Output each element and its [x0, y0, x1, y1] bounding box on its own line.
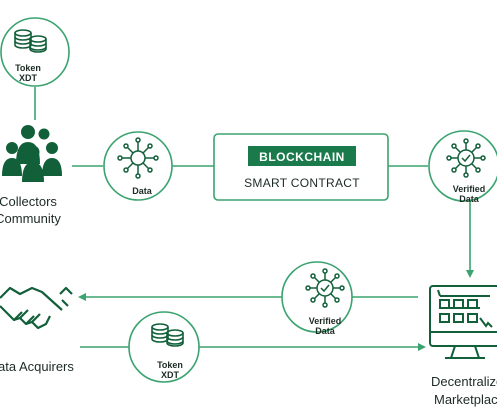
blockchain-smart-contract-box: BLOCKCHAIN SMART CONTRACT: [213, 133, 389, 201]
marketplace-line2: Marketplac: [434, 392, 497, 407]
token-top-line2: XDT: [19, 73, 38, 83]
token-top-line1: Token: [15, 63, 41, 73]
coin-stack-icon: [14, 29, 47, 53]
smart-contract-subtitle: SMART CONTRACT: [244, 176, 360, 190]
blockchain-title: BLOCKCHAIN: [259, 150, 345, 164]
verified-right-line1: Verified: [453, 184, 486, 194]
data-label: Data: [132, 186, 153, 196]
verified-network-icon: [305, 268, 345, 308]
marketplace-line1: Decentralize: [431, 374, 497, 389]
collectors-line1: Collectors: [0, 194, 57, 209]
collectors-line2: Community: [0, 211, 61, 226]
verified-data-middle-node: Verified Data: [281, 261, 353, 336]
collectors-community-node: Collectors Community: [0, 125, 62, 226]
marketplace-icon: [429, 285, 497, 359]
verified-data-right-node: Verified Data: [428, 130, 497, 204]
verified-right-line2: Data: [459, 194, 480, 204]
verified-network-icon: [446, 138, 486, 178]
verified-mid-line2: Data: [315, 326, 336, 336]
token-bottom-line1: Token: [157, 360, 183, 370]
acquirers-label: ata Acquirers: [0, 359, 74, 374]
verified-mid-line1: Verified: [309, 316, 342, 326]
data-node: Data: [103, 131, 173, 201]
coin-stack-icon: [151, 323, 184, 347]
data-acquirers-node: ata Acquirers: [0, 286, 74, 374]
handshake-icon: [0, 286, 73, 330]
decentralized-marketplace-node: Decentralize Marketplac: [429, 285, 497, 407]
connectors: [34, 87, 474, 351]
community-icon: [2, 125, 62, 182]
token-bottom-line2: XDT: [161, 370, 180, 380]
token-xdt-top-node: Token XDT: [0, 17, 70, 87]
token-xdt-bottom-node: Token XDT: [128, 311, 200, 383]
data-network-icon: [117, 137, 159, 179]
